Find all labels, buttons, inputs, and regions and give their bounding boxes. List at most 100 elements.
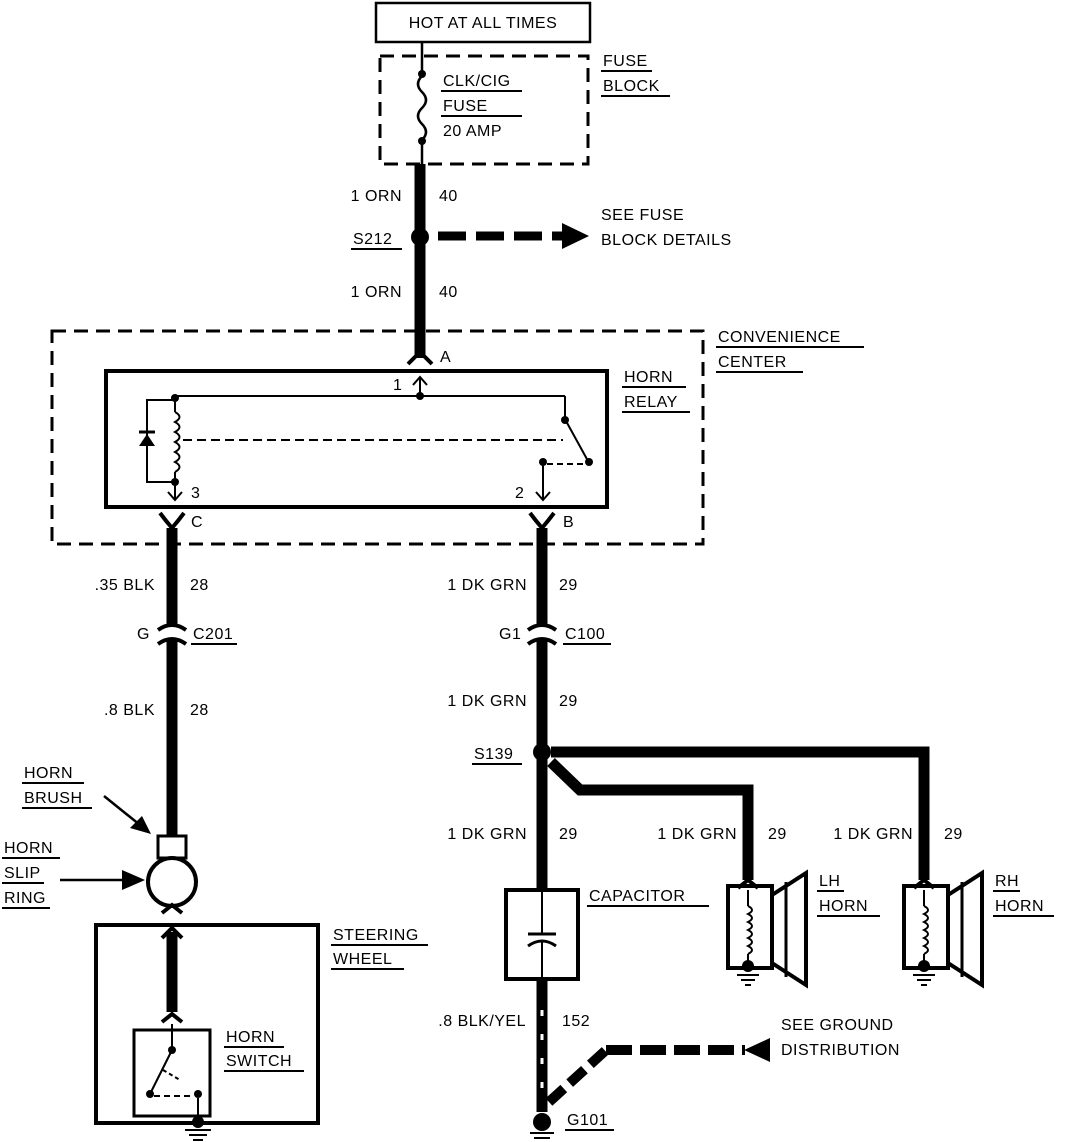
connector-a-icon [406, 349, 434, 366]
ground-g101: G101 [530, 1112, 614, 1139]
wire-circuit-grn-upper: 29 [559, 577, 578, 594]
wire-gauge-grn-mid: 1 DK GRN [447, 693, 527, 710]
fuse-icon [416, 75, 428, 141]
connector-c201-label: C201 [193, 626, 233, 643]
relay-coil-icon [172, 411, 181, 473]
ground-icon [185, 1116, 211, 1141]
splice-s212-label: S212 [353, 231, 392, 248]
convenience-center: CONVENIENCE CENTER A C B [50, 329, 864, 546]
connector-b-icon [528, 511, 556, 532]
diode-icon [139, 434, 155, 446]
horn-switch: HORN SWITCH [132, 1024, 304, 1141]
arrow-icon [130, 816, 151, 834]
steering-wheel-label-1: STEERING [333, 927, 419, 944]
horn-slip-ring-label-3: RING [4, 890, 46, 907]
wire-gauge-orn-upper: 1 ORN [351, 188, 402, 205]
convenience-center-label-1: CONVENIENCE [718, 329, 841, 346]
wire-circuit-blk-lower: 28 [190, 702, 209, 719]
relay-pin-3: 3 [191, 485, 200, 502]
steering-wheel: STEERING WHEEL [94, 923, 428, 1125]
splice-s139-label: S139 [474, 746, 513, 763]
relay-pin-1: 1 [393, 377, 402, 394]
wire-circuit-grn-rh: 29 [944, 826, 963, 843]
rh-horn-label-2: HORN [995, 898, 1044, 915]
ground-ref-1: SEE GROUND [781, 1017, 894, 1034]
horn-relay: HORN RELAY 1 2 3 [104, 369, 690, 509]
ground-icon [737, 960, 759, 986]
splice-s139: S139 1 DK GRN 29 1 DK GRN 29 [472, 743, 963, 880]
capacitor-label: CAPACITOR [589, 888, 685, 905]
horn-slip-ring-label-1: HORN [4, 840, 53, 857]
wire-circuit-grn-mid: 29 [559, 693, 578, 710]
blk-yel-wire: .8 BLK/YEL 152 SEE GROUND DISTRIBUTION [438, 979, 900, 1112]
steering-wheel-label-2: WHEEL [333, 951, 392, 968]
blk-wire: .35 BLK 28 .8 BLK 28 [95, 528, 209, 840]
power-source: HOT AT ALL TIMES [374, 1, 592, 44]
wire-circuit-orn-lower: 40 [439, 284, 458, 301]
relay-contact-arm [565, 420, 589, 462]
horn-coil-icon [921, 905, 929, 955]
wire-gauge-grn-upper: 1 DK GRN [447, 577, 527, 594]
wire-gauge-grn-cap: 1 DK GRN [447, 826, 527, 843]
orn-wire: 1 ORN 40 1 ORN 40 [351, 164, 458, 358]
wire-circuit-orn-upper: 40 [439, 188, 458, 205]
ground-ref-2: DISTRIBUTION [781, 1042, 900, 1059]
connector-c100-pin: G1 [499, 626, 521, 643]
rh-horn: RH HORN [902, 869, 1054, 989]
pin-b-label: B [563, 514, 574, 531]
horn-relay-label-2: RELAY [624, 394, 678, 411]
horn-brush-label-2: BRUSH [24, 790, 83, 807]
wire-gauge-blkyel: .8 BLK/YEL [438, 1013, 526, 1030]
splice-s212: S212 SEE FUSE BLOCK DETAILS [351, 207, 732, 250]
fuse-details-ref-1: SEE FUSE [601, 207, 684, 224]
fuse-name: CLK/CIG [443, 73, 511, 90]
wire-gauge-blk-lower: .8 BLK [104, 702, 155, 719]
horn-relay-label-1: HORN [624, 369, 673, 386]
wire-circuit-grn-lh: 29 [768, 826, 787, 843]
arrow-right-icon [562, 223, 589, 249]
connector-c-icon [158, 511, 186, 532]
horn-switch-label-1: HORN [226, 1029, 275, 1046]
horn-switch-label-2: SWITCH [226, 1053, 292, 1070]
rh-horn-label-1: RH [995, 873, 1019, 890]
lh-horn: LH HORN [726, 869, 880, 989]
fuse-block: CLK/CIG FUSE 20 AMP FUSE BLOCK [378, 42, 670, 166]
wire-gauge-orn-lower: 1 ORN [351, 284, 402, 301]
connector-c201-pin: G [137, 626, 150, 643]
connector-c100-label: C100 [565, 626, 605, 643]
horn-slip-ring: HORN SLIP RING [2, 840, 198, 915]
dk-grn-wire: 1 DK GRN 29 1 DK GRN 29 1 DK GRN 29 [447, 528, 577, 890]
wire-gauge-grn-lh: 1 DK GRN [657, 826, 737, 843]
wire-circuit-blkyel: 152 [562, 1013, 590, 1030]
horn-bell-icon [770, 869, 808, 989]
arrow-left-icon [744, 1038, 770, 1062]
wire-gauge-blk-upper: .35 BLK [95, 577, 155, 594]
connector-c100: G1 C100 [499, 623, 611, 646]
horn-coil-icon [745, 905, 753, 955]
arrow-icon [122, 870, 145, 890]
horn-bell-icon [946, 869, 984, 989]
fuse-block-label-1: FUSE [603, 53, 648, 70]
wire-circuit-grn-cap: 29 [559, 826, 578, 843]
horn-slip-ring-label-2: SLIP [4, 865, 41, 882]
convenience-center-label-2: CENTER [718, 354, 787, 371]
ground-icon [533, 1113, 551, 1131]
lh-horn-label-1: LH [819, 873, 840, 890]
ground-g101-label: G101 [567, 1112, 608, 1129]
ground-icon [913, 960, 935, 986]
horn-brush-label-1: HORN [24, 765, 73, 782]
pin-c-label: C [191, 514, 203, 531]
fuse-word: FUSE [443, 98, 488, 115]
switch-contact-icon [150, 1051, 172, 1093]
fuse-rating: 20 AMP [443, 123, 502, 140]
connector-c201: G C201 [137, 623, 237, 646]
wire-gauge-grn-rh: 1 DK GRN [833, 826, 913, 843]
lh-horn-label-2: HORN [819, 898, 868, 915]
fuse-details-ref-2: BLOCK DETAILS [601, 232, 732, 249]
power-source-label: HOT AT ALL TIMES [409, 15, 558, 32]
wire-circuit-blk-upper: 28 [190, 577, 209, 594]
relay-pin-2: 2 [515, 485, 524, 502]
capacitor: CAPACITOR [504, 888, 709, 981]
pin-a-label: A [440, 349, 451, 366]
